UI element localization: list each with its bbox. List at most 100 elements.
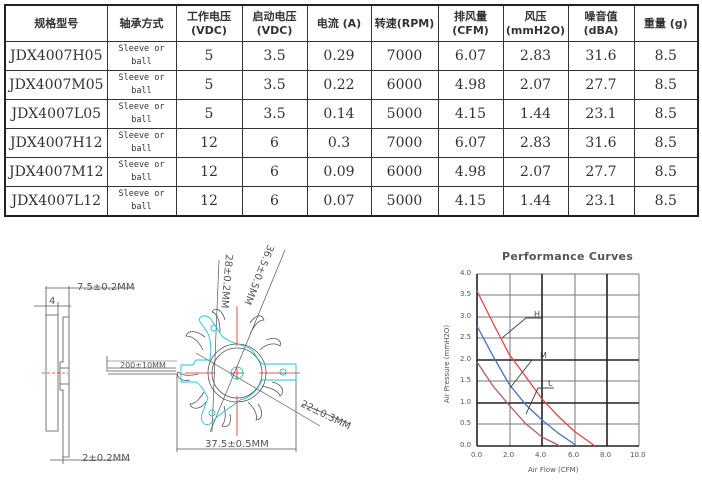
cell-noise: 23.1 — [567, 186, 635, 217]
cell-current: 0.22 — [306, 70, 372, 100]
cell-noise: 27.7 — [567, 70, 635, 100]
x-tick: 10.0 — [630, 451, 646, 459]
x-tick: 8.0 — [600, 451, 612, 459]
y-tick: 1.5 — [460, 376, 472, 384]
cell-start-voltage: 3.5 — [241, 99, 308, 129]
cell-voltage: 12 — [175, 157, 243, 187]
center-lines — [42, 306, 300, 436]
dim-cable: 200±10MM — [120, 361, 166, 370]
cell-model: JDX4007L05 — [4, 99, 108, 129]
y-tick: 2.0 — [460, 355, 472, 363]
header-model: 规格型号 — [4, 4, 108, 42]
x-tick: 4.0 — [535, 451, 547, 459]
dim-thickness-frame: 4 — [49, 296, 55, 307]
spec-table: 规格型号 轴承方式 工作电压(VDC) 启动电压(VDC) 电流 (A) 转速(… — [4, 4, 699, 217]
curve-h — [476, 290, 596, 447]
header-noise: 噪音值(dBA) — [567, 4, 635, 42]
dim-thickness-total: 7.5±0.2MM — [77, 282, 134, 293]
cell-model: JDX4007H05 — [4, 41, 108, 71]
cell-model: JDX4007M05 — [4, 70, 108, 100]
fan-dimension-drawing: 7.5±0.2MM 4 2±0.2MM 200±10MM 37.5±0.5MM … — [34, 243, 352, 464]
cell-current: 0.07 — [306, 186, 372, 217]
curve-l — [476, 361, 561, 447]
cell-start-voltage: 6 — [241, 157, 308, 187]
label-l: L — [548, 379, 553, 388]
curve-m — [476, 325, 578, 447]
cell-speed: 5000 — [370, 99, 439, 129]
cell-speed: 6000 — [370, 157, 439, 187]
fan-blades — [177, 308, 284, 427]
y-tick: 3.5 — [460, 290, 472, 298]
chart-x-label: Air Flow (CFM) — [528, 466, 579, 474]
y-tick: 0.0 — [460, 441, 472, 449]
cell-noise: 31.6 — [567, 128, 635, 158]
label-m: M — [540, 351, 547, 360]
cell-voltage: 12 — [175, 186, 243, 217]
header-weight: 重量 (g) — [633, 4, 699, 42]
cell-airflow: 4.98 — [437, 157, 504, 187]
chart-plot: H M L — [476, 273, 640, 447]
header-voltage: 工作电压(VDC) — [175, 4, 243, 42]
side-view-bracket — [59, 316, 70, 458]
cell-start-voltage: 3.5 — [241, 41, 308, 71]
cell-voltage: 5 — [175, 99, 243, 129]
cell-weight: 8.5 — [633, 186, 699, 217]
cell-current: 0.09 — [306, 157, 372, 187]
x-tick: 2.0 — [503, 451, 515, 459]
cell-voltage: 5 — [175, 41, 243, 71]
chart-title: Performance Curves — [502, 250, 634, 263]
cell-start-voltage: 6 — [241, 186, 308, 217]
cell-model: JDX4007L12 — [4, 186, 108, 217]
y-tick: 2.5 — [460, 333, 472, 341]
cell-pressure: 2.07 — [502, 70, 569, 100]
y-tick: 4.0 — [460, 269, 472, 277]
cell-pressure: 1.44 — [502, 99, 569, 129]
y-tick: 0.5 — [460, 419, 472, 427]
header-bearing: 轴承方式 — [106, 4, 177, 42]
cell-pressure: 1.44 — [502, 186, 569, 217]
header-start-voltage: 启动电压(VDC) — [241, 4, 308, 42]
cell-airflow: 4.15 — [437, 186, 504, 217]
header-pressure: 风压(mmH2O) — [502, 4, 569, 42]
cell-start-voltage: 6 — [241, 128, 308, 158]
cell-start-voltage: 3.5 — [241, 70, 308, 100]
cell-airflow: 4.15 — [437, 99, 504, 129]
dim-width: 37.5±0.5MM — [205, 439, 269, 450]
cell-weight: 8.5 — [633, 157, 699, 187]
cell-weight: 8.5 — [633, 41, 699, 71]
y-tick: 3.0 — [460, 312, 472, 320]
x-tick: 0.0 — [471, 451, 483, 459]
cell-weight: 8.5 — [633, 128, 699, 158]
header-airflow: 排风量(CFM) — [437, 4, 504, 42]
cell-current: 0.14 — [306, 99, 372, 129]
cell-current: 0.3 — [306, 128, 372, 158]
cell-airflow: 4.98 — [437, 70, 504, 100]
cell-current: 0.29 — [306, 41, 372, 71]
cell-airflow: 6.07 — [437, 128, 504, 158]
y-tick: 1.0 — [460, 398, 472, 406]
cell-speed: 6000 — [370, 70, 439, 100]
cell-weight: 8.5 — [633, 70, 699, 100]
cell-speed: 7000 — [370, 41, 439, 71]
cell-voltage: 5 — [175, 70, 243, 100]
dim-thickness-bracket: 2±0.2MM — [82, 453, 130, 464]
header-speed: 转速(RPM) — [370, 4, 439, 42]
label-h: H — [534, 310, 540, 319]
cell-model: JDX4007H12 — [4, 128, 108, 158]
dim-diag: 36.5±0.5MM — [241, 243, 275, 306]
x-tick: 6.0 — [568, 451, 580, 459]
dim-hole-to-hole: 28±0.2MM — [218, 254, 234, 309]
cell-voltage: 12 — [175, 128, 243, 158]
